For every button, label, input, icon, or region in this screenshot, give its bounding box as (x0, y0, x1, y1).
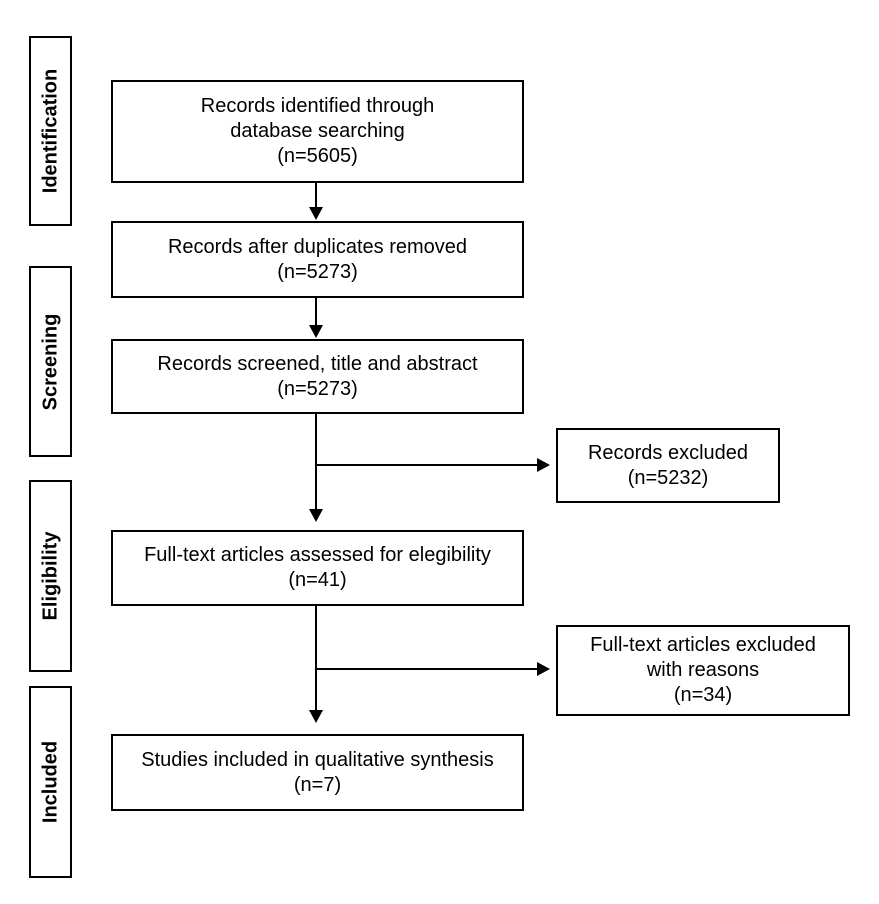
stage-included: Included (29, 686, 72, 878)
box-fulltext-excluded-line-3: (n=34) (673, 684, 733, 706)
box-records-screened-line-1: Records screened, title and abstract (157, 352, 478, 375)
arrowhead-included (309, 710, 323, 723)
arrowhead-fulltext (309, 509, 323, 522)
box-fulltext-excluded-line-2: with reasons (646, 659, 760, 681)
box-records-screened-line-2: (n=5273) (277, 377, 358, 400)
arrowhead-duplicates (309, 207, 323, 220)
stage-screening-label: Screening (39, 313, 61, 410)
box-records-screened: Records screened, title and abstract (n=… (111, 339, 524, 414)
box-fulltext-assessed-line-2: (n=41) (288, 569, 347, 591)
box-records-identified: Records identified through database sear… (111, 80, 524, 183)
box-studies-included: Studies included in qualitative synthesi… (111, 734, 524, 811)
box-fulltext-excluded-line-1: Full-text articles excluded (590, 634, 816, 656)
box-records-excluded-line-1: Records excluded (587, 441, 749, 464)
box-records-identified-line-1: Records identified through (200, 95, 435, 117)
stage-eligibility: Eligibility (29, 480, 72, 672)
box-duplicates-removed-line-2: (n=5273) (277, 260, 358, 283)
box-records-excluded-line-2: (n=5232) (627, 466, 709, 489)
box-records-identified-line-2: database searching (230, 120, 405, 142)
arrowhead-excluded (537, 458, 550, 472)
box-fulltext-assessed: Full-text articles assessed for elegibil… (111, 530, 524, 606)
box-duplicates-removed-line-1: Records after duplicates removed (167, 235, 468, 258)
stage-included-label: Included (39, 740, 61, 824)
stage-identification-label: Identification (39, 68, 61, 194)
box-duplicates-removed: Records after duplicates removed (n=5273… (111, 221, 524, 298)
box-records-excluded: Records excluded (n=5232) (556, 428, 780, 503)
arrowhead-fulltext-excluded (537, 662, 550, 676)
box-studies-included-line-2: (n=7) (293, 773, 342, 796)
box-records-identified-line-3: (n=5605) (277, 145, 358, 167)
arrowhead-screened (309, 325, 323, 338)
stage-screening: Screening (29, 266, 72, 457)
box-fulltext-assessed-line-1: Full-text articles assessed for elegibil… (144, 544, 491, 566)
stage-identification: Identification (29, 36, 72, 226)
box-studies-included-line-1: Studies included in qualitative synthesi… (141, 748, 494, 771)
stage-eligibility-label: Eligibility (39, 531, 61, 621)
box-fulltext-excluded: Full-text articles excluded with reasons… (556, 625, 850, 716)
